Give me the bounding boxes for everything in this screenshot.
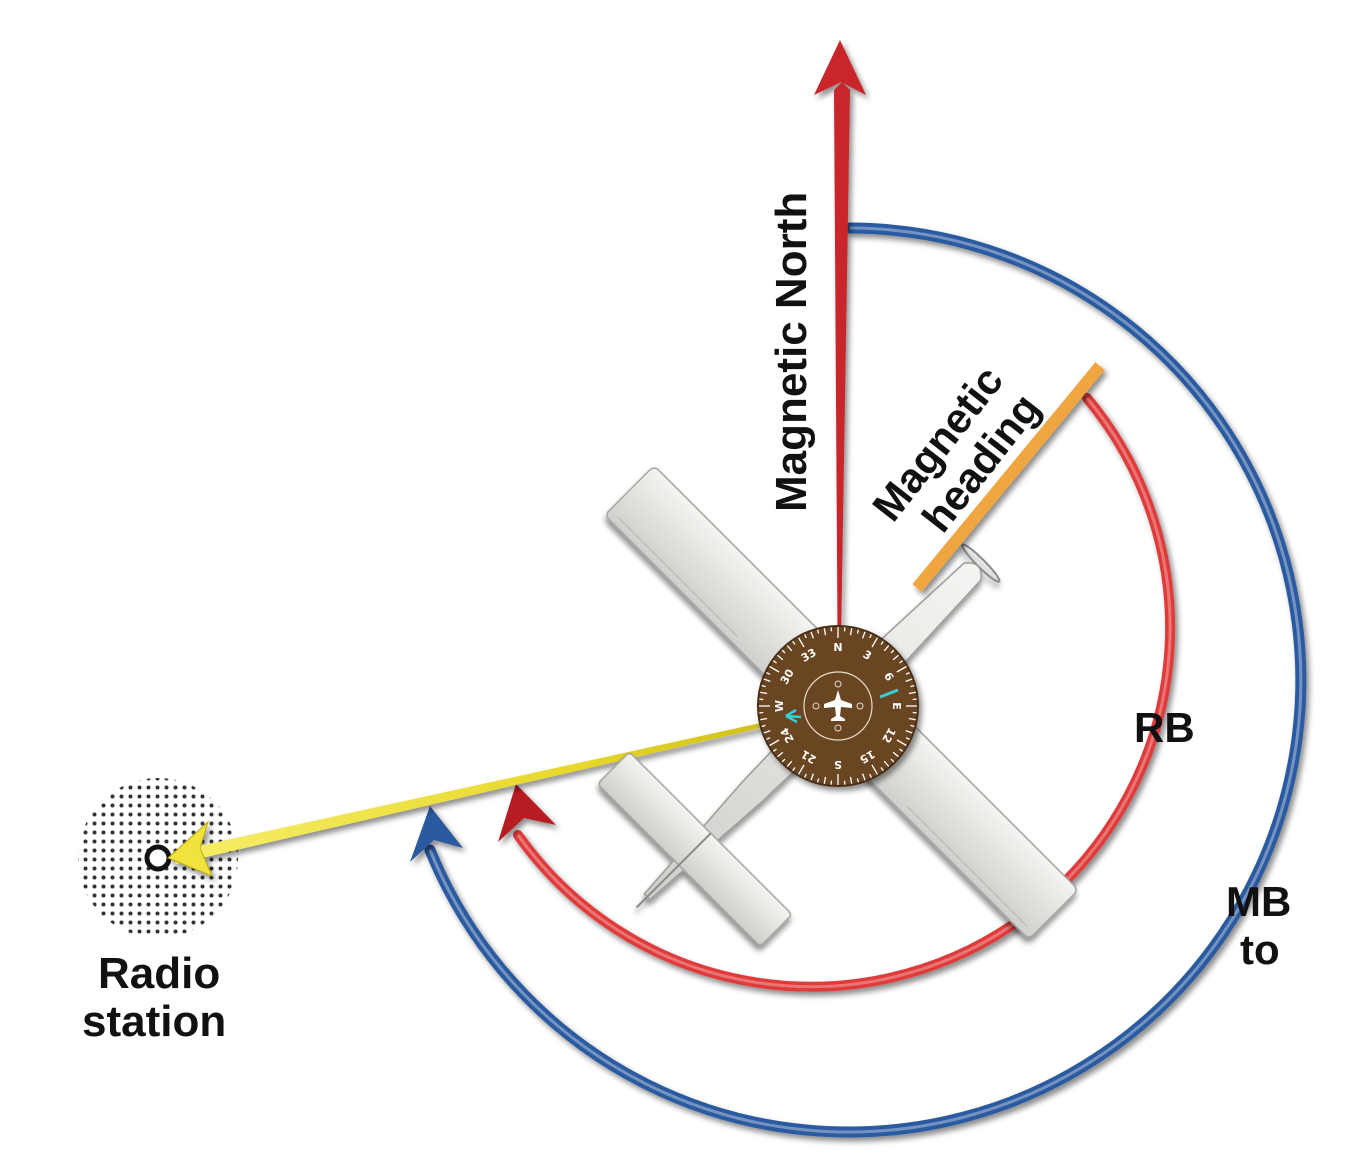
compass-tick [892,751,899,758]
compass-tick [810,773,814,781]
heading-index-mark [879,688,899,699]
compass-tick [786,645,793,652]
rb-arrowhead [498,784,556,842]
compass-tick [781,649,786,654]
compass-tick [816,778,820,783]
compass-tick [777,751,784,758]
compass-dot [812,702,820,710]
bearing-arrowhead [167,820,213,877]
label-radio-line1: Radio [98,949,220,998]
compass-tick [892,654,899,661]
compass-tick [871,637,879,648]
compass-tick [777,654,784,661]
magnetic-heading-bar [912,362,1105,592]
compass-tick [890,649,895,654]
compass-tick [883,760,890,767]
compass-tick [769,665,780,673]
compass-tick [816,629,820,634]
compass-tick [772,748,777,752]
compass-tick [766,737,771,740]
compass-tick [804,773,807,778]
compass-tick [856,629,860,634]
compass-tick [849,628,853,636]
compass-marking: S [834,758,842,771]
compass-tick [862,631,866,639]
compass-dot [834,680,842,688]
compass-tick [862,773,866,781]
compass-tick [899,748,904,752]
label-mb-line2: to [1240,926,1280,973]
mb-arc [424,222,1307,1138]
magnetic-north-arrow [814,40,866,706]
compass-tick [869,773,872,778]
compass-dot [856,702,864,710]
compass-tick [890,758,895,763]
compass-tick [899,660,904,664]
bearing-pointer-icon [785,708,802,724]
compass-tick [905,730,913,734]
compass-tick [804,634,807,639]
compass-tick [908,717,916,721]
compass-tick [896,739,907,747]
compass-tick [880,767,884,772]
compass-tick [869,634,872,639]
compass-tick [763,730,771,734]
compass-marking: N [833,641,842,654]
compass-tick [849,776,853,784]
label-mb-line1: MB [1226,878,1291,925]
mini-airplane-icon [824,690,852,721]
compass-tick [763,678,771,682]
compass-tick [797,764,805,775]
mb-arrowhead [410,806,463,862]
compass-tick [797,637,805,648]
compass-tick [910,724,915,728]
compass-tick [766,672,771,675]
compass-tick [792,640,796,645]
compass-tick [761,724,766,728]
bearing-line-to-station [167,706,838,877]
compass-tick [810,631,814,639]
compass-dot [834,724,842,732]
compass-tick [883,645,890,652]
compass-tick [772,660,777,664]
compass-tick [781,758,786,763]
compass-tick [896,665,907,673]
compass-tick [760,691,768,695]
compass-tick [905,737,910,740]
compass-tick [880,640,884,645]
compass-tick [792,767,796,772]
compass-tick [760,717,768,721]
compass-tick [905,672,910,675]
compass-tick [823,628,827,636]
compass-tick [856,778,860,783]
compass-marking: E [890,702,903,710]
compass-tick [908,691,916,695]
compass-tick [761,684,766,688]
compass-tick [823,776,827,784]
compass-tick [871,764,879,775]
radio-station [78,778,238,938]
compass-tick [905,678,913,682]
label-rb: RB [1134,704,1195,751]
label-magnetic-north: Magnetic North [767,192,816,512]
compass-marking: W [773,700,786,712]
compass-tick [769,739,780,747]
north-arrowhead [814,40,866,95]
compass-tick [786,760,793,767]
compass-tick [910,684,915,688]
label-radio-line2: station [82,997,226,1046]
